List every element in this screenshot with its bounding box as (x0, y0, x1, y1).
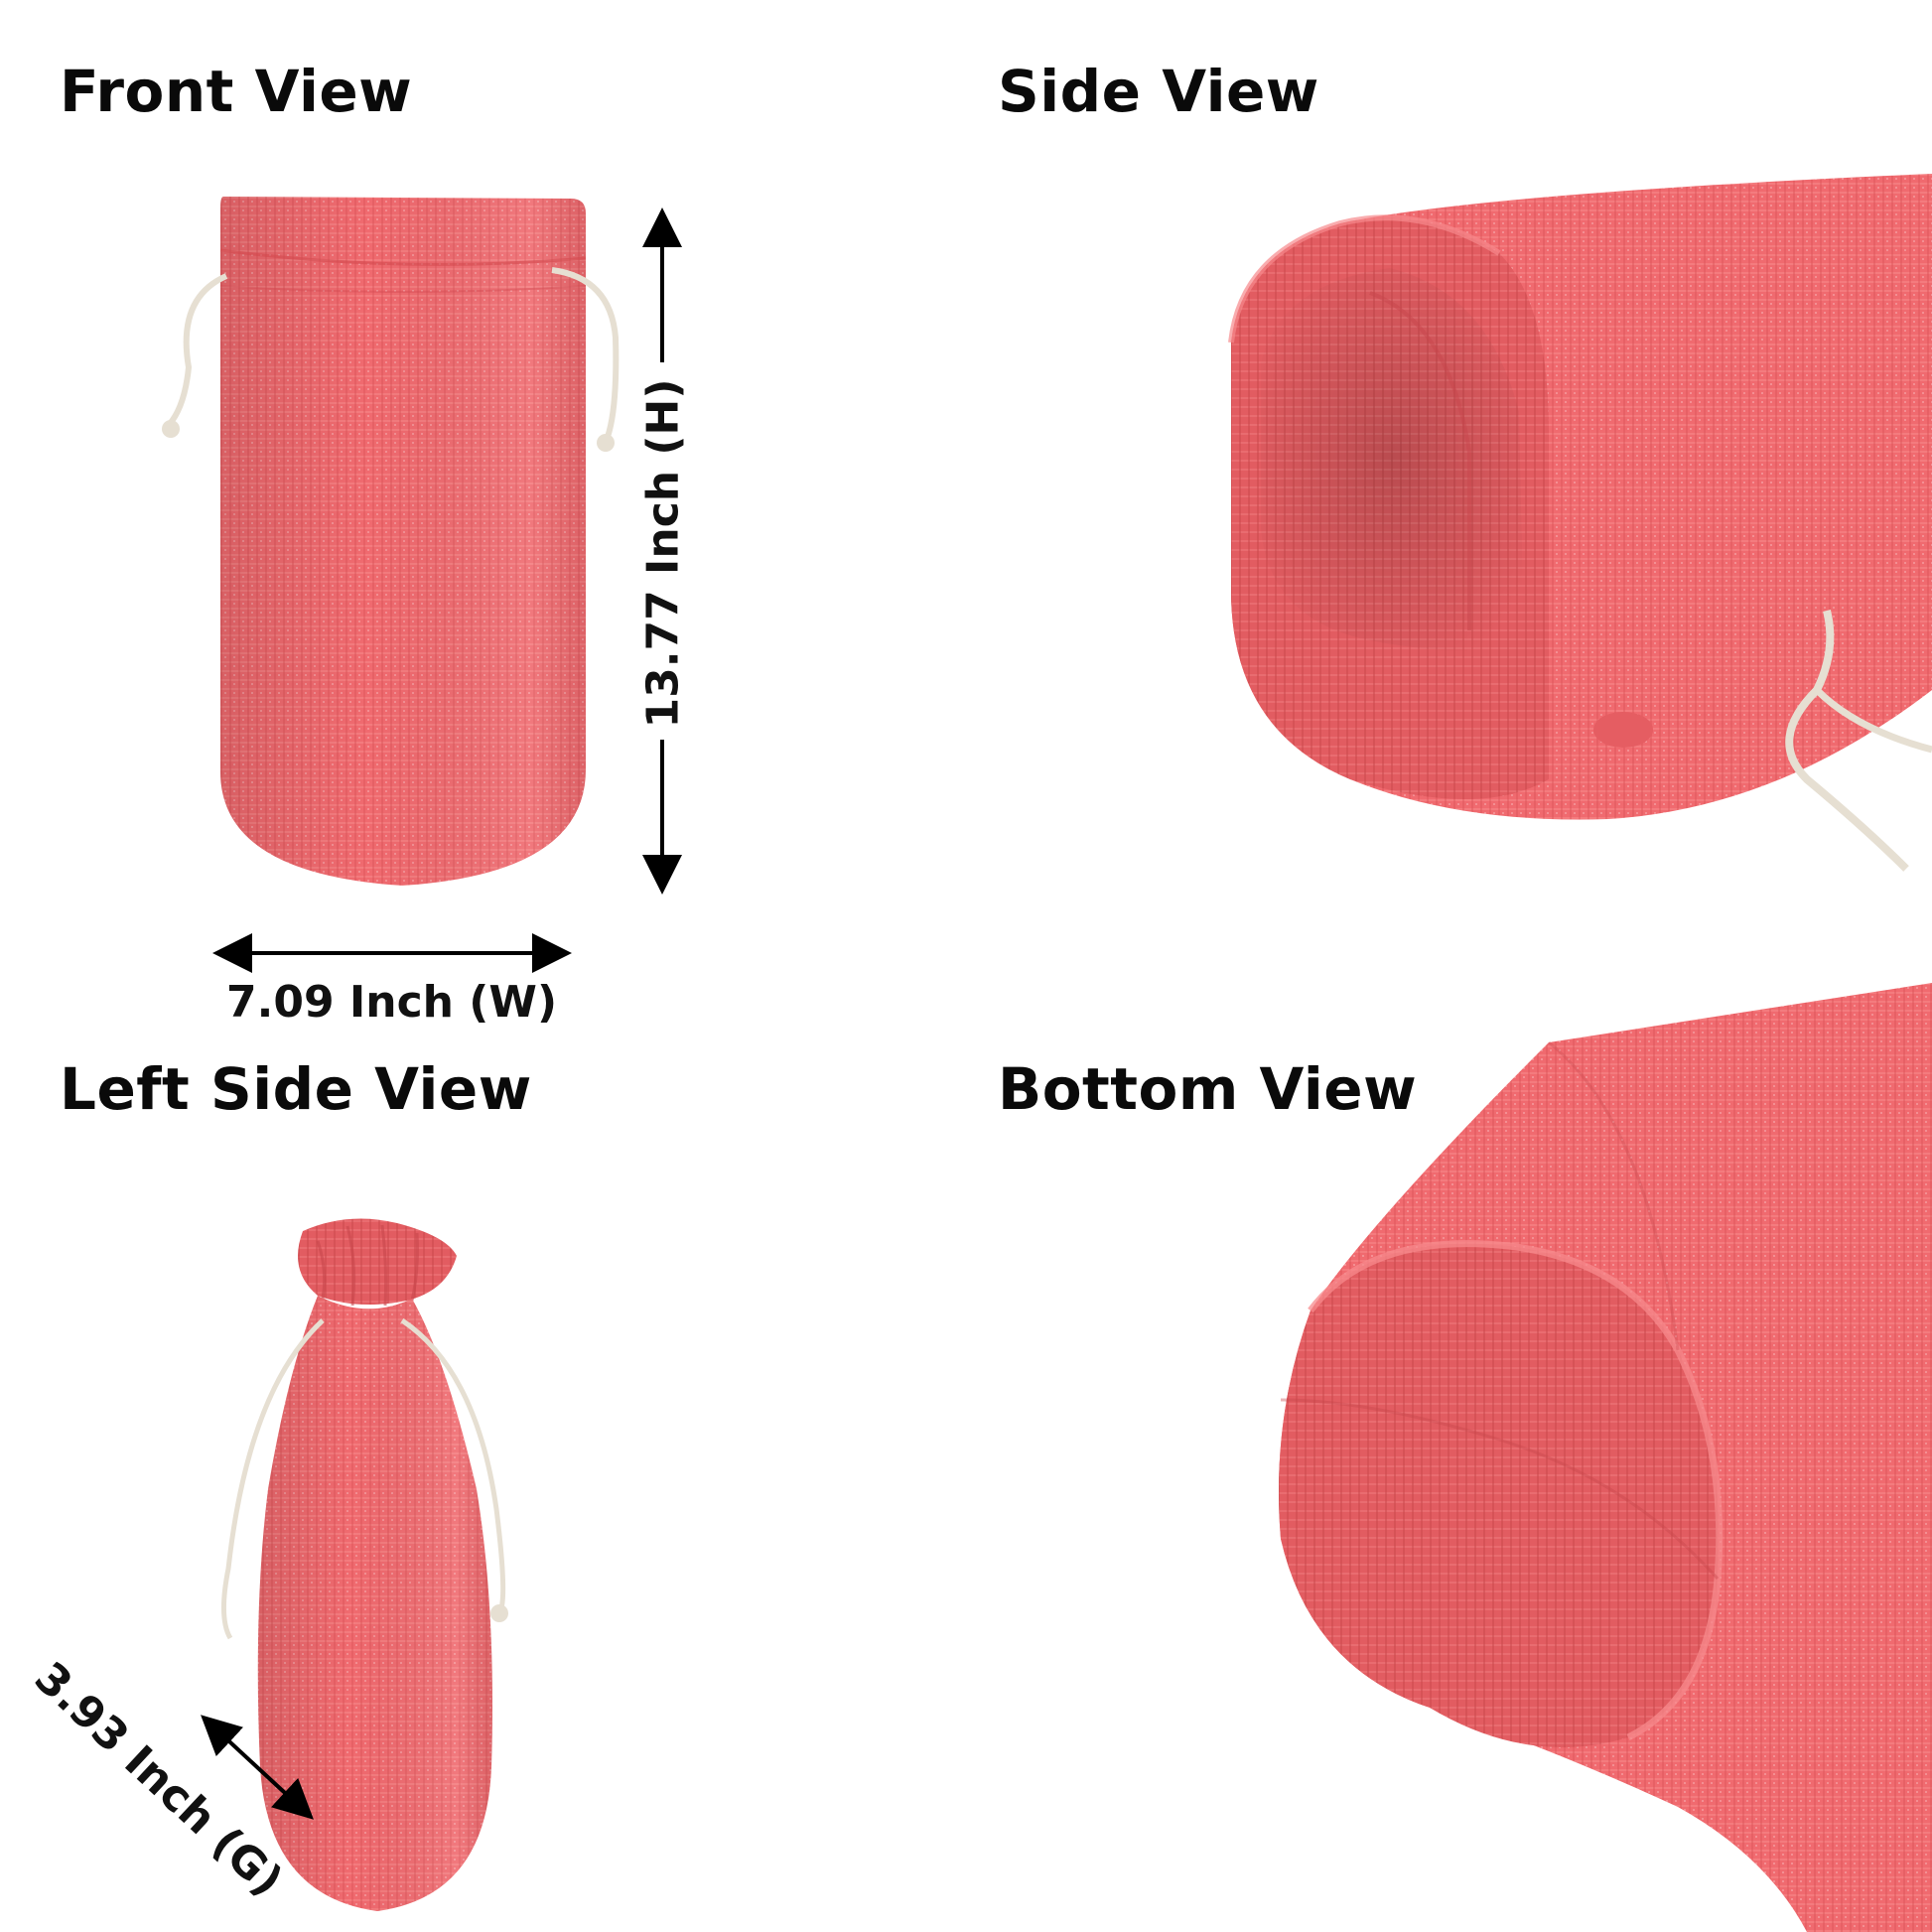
gusset-dimension-arrow (194, 1708, 323, 1827)
side-view-title: Side View (998, 58, 1319, 125)
drawstring-cord-right (400, 1317, 506, 1609)
left-side-view-image (208, 1211, 536, 1926)
width-dimension-arrow (210, 933, 574, 973)
bottom-view-image (1251, 983, 1932, 1932)
drawstring-cord-left (220, 1318, 325, 1640)
bottom-view-title: Bottom View (998, 1055, 1418, 1123)
side-view-image (1221, 174, 1932, 889)
height-dimension-label: 13.77 Inch (H) (637, 378, 689, 729)
front-view-title: Front View (60, 58, 413, 125)
left-side-view-title: Left Side View (60, 1055, 532, 1123)
drawstring-cord-right (551, 267, 620, 438)
height-dimension-arrow (635, 204, 695, 898)
front-view-image (149, 179, 705, 923)
drawstring-cord-left (166, 273, 228, 427)
drawstring-cord (1785, 610, 1909, 872)
width-dimension-label: 7.09 Inch (W) (226, 977, 558, 1028)
